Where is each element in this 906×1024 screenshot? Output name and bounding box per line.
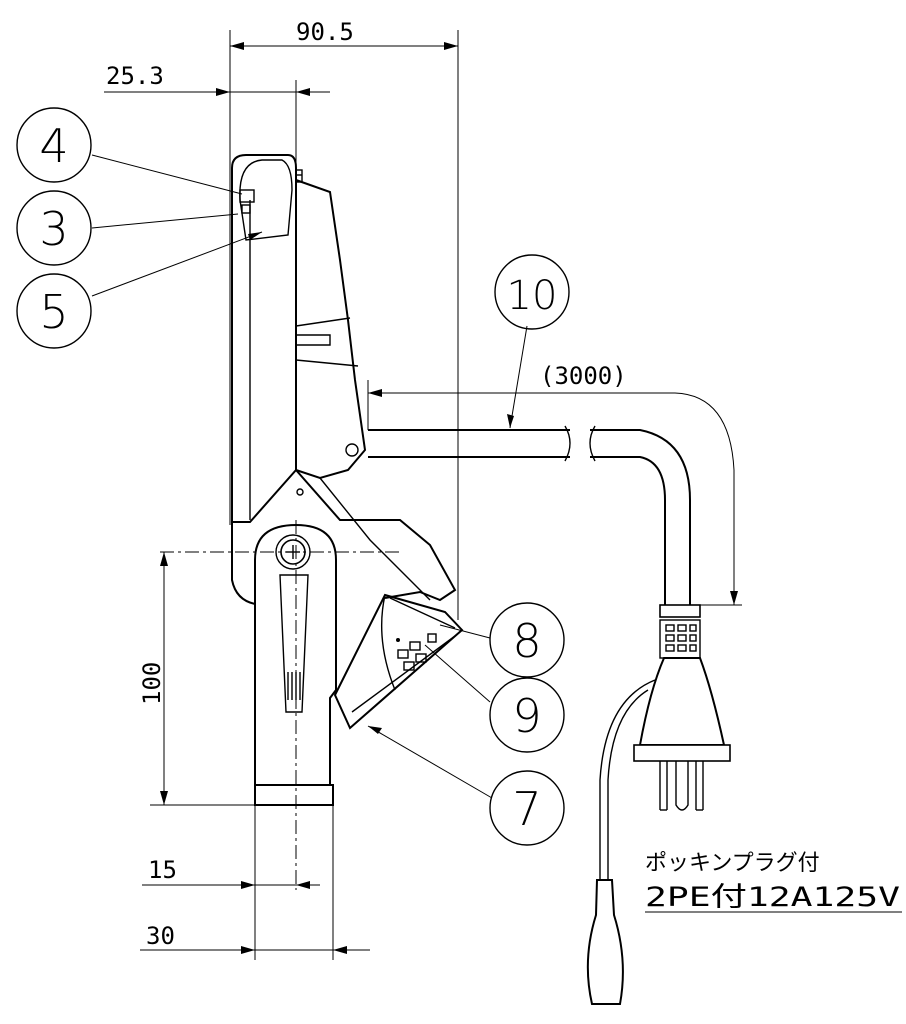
svg-text:7: 7 bbox=[512, 782, 541, 836]
dimension-small-width-label: 15 bbox=[148, 856, 177, 884]
plug-note-line2: 2PE付12A125V bbox=[645, 882, 900, 913]
dimension-base-width-label: 30 bbox=[146, 922, 175, 950]
svg-text:3: 3 bbox=[39, 202, 68, 256]
leader-lines bbox=[91, 154, 528, 799]
svg-text:5: 5 bbox=[39, 285, 68, 339]
plug-note-line1: ポッキンプラグ付 bbox=[645, 851, 820, 876]
callout-10: 10 bbox=[494, 254, 570, 330]
callout-7: 7 bbox=[489, 770, 565, 846]
dimension-height-label: 100 bbox=[138, 662, 166, 705]
callout-5: 5 bbox=[16, 273, 92, 349]
callout-3: 3 bbox=[16, 190, 92, 266]
dimension-overall-width-label: 90.5 bbox=[296, 18, 354, 46]
svg-text:4: 4 bbox=[39, 119, 68, 173]
callout-8: 8 bbox=[489, 602, 565, 678]
svg-text:10: 10 bbox=[507, 273, 558, 319]
dimension-offset-width: 25.3 bbox=[104, 62, 330, 165]
power-cord bbox=[368, 425, 731, 1005]
svg-text:9: 9 bbox=[512, 689, 541, 743]
dimension-overall-width: 90.5 bbox=[229, 18, 459, 620]
svg-text:8: 8 bbox=[512, 614, 541, 668]
spray-head bbox=[333, 593, 464, 730]
dimension-height: 100 bbox=[138, 552, 255, 806]
dimension-offset-width-label: 25.3 bbox=[106, 62, 164, 90]
dimension-cord-length: (3000) bbox=[367, 362, 742, 606]
plug-note: ポッキンプラグ付 2PE付12A125V bbox=[645, 851, 902, 913]
faucet-body bbox=[160, 154, 457, 890]
dimension-small-width: 15 bbox=[142, 805, 320, 960]
dimension-base-width: 30 bbox=[140, 805, 370, 960]
callout-4: 4 bbox=[16, 107, 92, 183]
callout-9: 9 bbox=[489, 677, 565, 753]
dimension-cord-length-label: (3000) bbox=[540, 362, 627, 390]
